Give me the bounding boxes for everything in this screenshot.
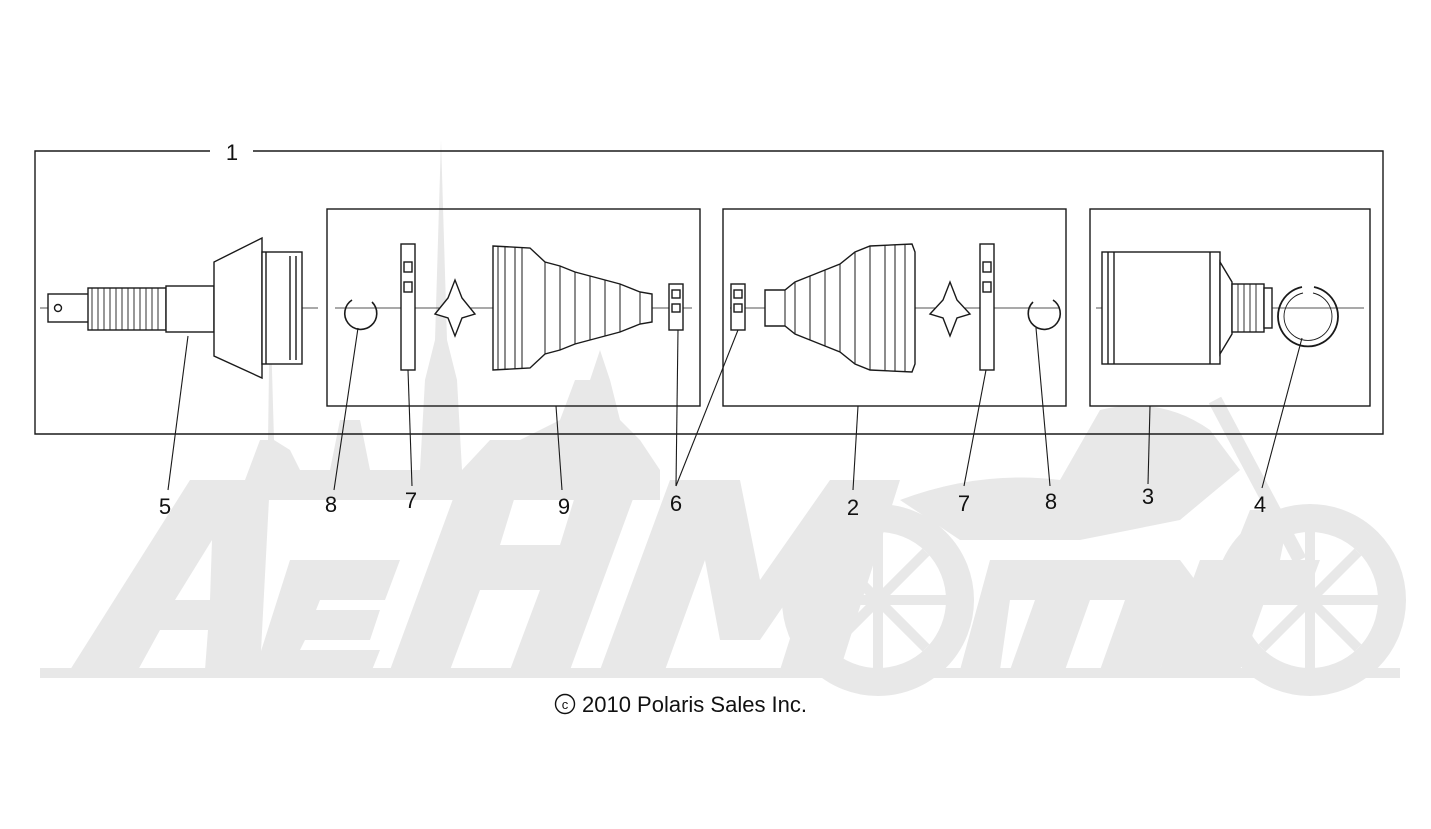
outer-cv-joint xyxy=(47,236,303,380)
copyright-symbol-icon: c xyxy=(554,693,576,715)
assembly-frame xyxy=(34,150,1384,435)
callout-9: 9 xyxy=(558,494,570,519)
copyright-text: 2010 Polaris Sales Inc. xyxy=(582,692,807,717)
callout-7-right: 7 xyxy=(958,491,970,516)
callout-5: 5 xyxy=(159,494,171,519)
frame-boot-kit-outer xyxy=(326,208,701,407)
large-clamp-right xyxy=(979,243,995,371)
callout-4: 4 xyxy=(1254,492,1266,517)
callout-8-right: 8 xyxy=(1045,489,1057,514)
cv-boot-inner xyxy=(764,243,916,373)
callout-7-left: 7 xyxy=(405,488,417,513)
retaining-ring-left xyxy=(343,299,378,331)
cv-boot-outer xyxy=(492,245,653,371)
leader-lines xyxy=(167,327,1303,491)
inner-retaining-ring xyxy=(1277,286,1339,348)
inner-cv-joint xyxy=(1101,251,1273,365)
frame-inner-joint xyxy=(1089,208,1371,407)
small-clamp-right xyxy=(730,283,746,331)
inner-retaining-ring-inner-edge xyxy=(1283,292,1333,341)
large-clamp-left xyxy=(400,243,416,371)
frame-boot-kit-inner xyxy=(722,208,1067,407)
callout-8-left: 8 xyxy=(325,492,337,517)
callout-3: 3 xyxy=(1142,484,1154,509)
svg-text:c: c xyxy=(562,697,569,712)
retaining-ring-right xyxy=(1027,299,1062,331)
callout-6: 6 xyxy=(670,491,682,516)
grease-packet-right xyxy=(928,280,972,338)
callout-1: 1 xyxy=(226,140,238,165)
watermark-logo xyxy=(40,140,1406,696)
callout-2: 2 xyxy=(847,495,859,520)
grease-packet-left xyxy=(433,278,477,338)
small-clamp-left xyxy=(668,283,684,331)
